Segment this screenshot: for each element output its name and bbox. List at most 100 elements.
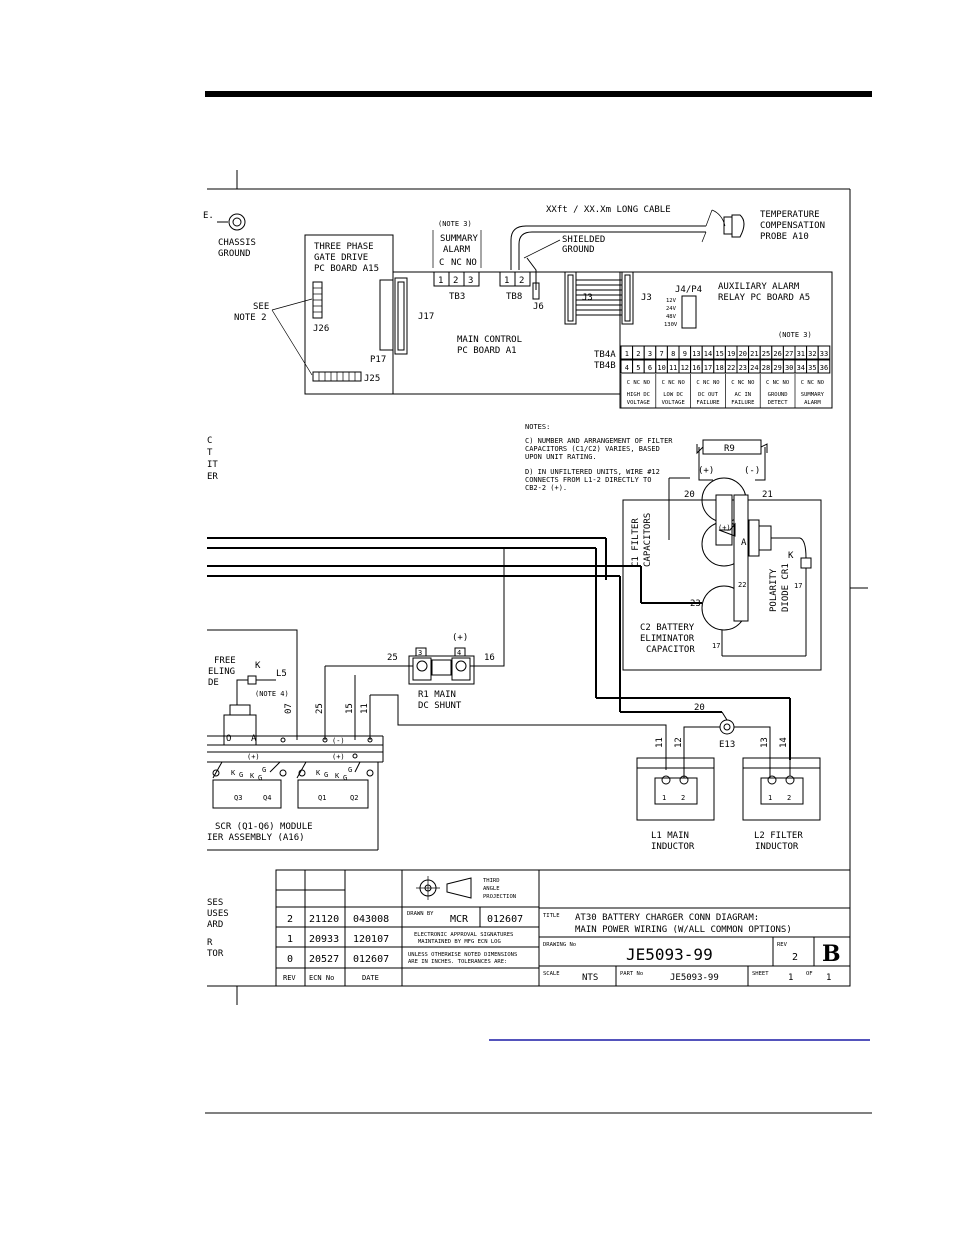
svg-text:ELECTRONIC APPROVAL SIGNATURES: ELECTRONIC APPROVAL SIGNATURES	[414, 932, 513, 938]
drawn-by: MCR	[450, 914, 469, 925]
shielded-label-1: SHIELDED	[562, 235, 605, 245]
svg-text:MAINTAINED BY MFG ECN LOG: MAINTAINED BY MFG ECN LOG	[418, 939, 501, 945]
svg-text:24V: 24V	[666, 306, 677, 312]
rev-row-1-rev: 1	[287, 934, 293, 945]
svg-text:DC SHUNT: DC SHUNT	[418, 701, 462, 711]
tb4-group-label: FAILURE	[696, 400, 719, 406]
svg-text:USES: USES	[207, 909, 229, 919]
dc-shunt: (+) 3 4 25 16 R1 MAIN DC SHUNT	[325, 548, 505, 711]
svg-text:INDUCTOR: INDUCTOR	[651, 842, 695, 852]
rev-row-2-rev: 0	[287, 954, 293, 965]
tb4-terminal-number: 2	[636, 350, 640, 358]
svg-text:130V: 130V	[664, 322, 678, 328]
svg-text:RELAY PC BOARD A5: RELAY PC BOARD A5	[718, 293, 810, 303]
shielded-label-2: GROUND	[562, 245, 595, 255]
svg-text:O: O	[226, 734, 231, 744]
svg-text:SUMMARY: SUMMARY	[440, 234, 479, 244]
svg-text:12: 12	[674, 737, 684, 748]
tb4-group-label: ALARM	[804, 400, 821, 406]
probe-label-2: COMPENSATION	[760, 221, 825, 231]
svg-text:20: 20	[684, 490, 695, 500]
svg-text:K: K	[250, 772, 255, 780]
tb4-terminal-number: 21	[750, 350, 758, 358]
svg-text:(-): (-)	[332, 737, 345, 745]
svg-text:3: 3	[468, 276, 473, 286]
svg-text:THIRD: THIRD	[483, 878, 500, 884]
svg-text:ELING: ELING	[208, 667, 235, 677]
svg-text:G: G	[343, 774, 347, 782]
c1-label-2: CAPACITORS	[643, 513, 653, 567]
tb4-group-label: DETECT	[768, 400, 789, 406]
rev-row-0-date: 043008	[353, 914, 389, 925]
svg-text:13: 13	[760, 737, 770, 748]
svg-text:J6: J6	[533, 302, 544, 312]
svg-text:PROJECTION: PROJECTION	[483, 894, 516, 900]
tb4-terminal-number: 6	[648, 364, 652, 372]
probe-label-3: PROBE A10	[760, 232, 809, 242]
bus-wiring	[207, 477, 791, 760]
svg-text:ALARM: ALARM	[443, 245, 471, 255]
svg-text:Q2: Q2	[350, 794, 358, 802]
svg-text:E13: E13	[719, 740, 735, 750]
j3-left-label: J3	[582, 293, 593, 303]
notes-block: NOTES: C) NUMBER AND ARRANGEMENT OF FILT…	[525, 423, 673, 492]
svg-text:14: 14	[779, 737, 789, 748]
tb4-terminal-number: 28	[762, 364, 770, 372]
svg-text:(NOTE 3): (NOTE 3)	[438, 220, 472, 228]
svg-text:TB4A: TB4A	[594, 350, 616, 360]
svg-text:TB4B: TB4B	[594, 361, 616, 371]
svg-text:25: 25	[387, 653, 398, 663]
svg-text:1: 1	[504, 276, 509, 286]
see-note-2: NOTE 2	[234, 313, 267, 323]
r9-label: R9	[724, 444, 735, 454]
svg-text:ARE IN INCHES. TOLERANCES ARE:: ARE IN INCHES. TOLERANCES ARE:	[408, 959, 507, 965]
svg-text:ARD: ARD	[207, 920, 223, 930]
gate-drive-title-2: GATE DRIVE	[314, 253, 368, 263]
tb4-group-cnno: C NC NO	[627, 380, 650, 386]
tb4-group-cnno: C NC NO	[801, 380, 824, 386]
chassis-label-1: CHASSIS	[218, 238, 256, 248]
rev-row-2-ecn: 20527	[309, 954, 339, 965]
svg-text:2: 2	[787, 794, 791, 802]
svg-text:R: R	[207, 938, 213, 948]
tb4-terminal-number: 22	[727, 364, 735, 372]
tb4-group-cnno: C NC NO	[766, 380, 789, 386]
svg-text:(+): (+)	[452, 633, 468, 643]
tb4-terminal-number: 30	[785, 364, 793, 372]
svg-text:UNLESS OTHERWISE NOTED DIMENSI: UNLESS OTHERWISE NOTED DIMENSIONS	[408, 952, 517, 958]
tb4-terminal-number: 15	[715, 350, 723, 358]
gate-drive-title-1: THREE PHASE	[314, 242, 374, 252]
capacitor-assembly: R9 (+) (-) 20 21 (+) 22 A K 17 17 23 C1 …	[622, 439, 822, 671]
svg-text:A: A	[251, 734, 257, 744]
svg-text:TOR: TOR	[207, 949, 224, 959]
inductors: 20 E13 11 12 13 14 1 2 1 2 L1 MAIN INDUC…	[636, 703, 821, 852]
svg-text:K: K	[231, 769, 236, 777]
tb4-group-label: VOLTAGE	[627, 400, 650, 406]
svg-text:TB3: TB3	[449, 292, 465, 302]
left-fragment-labels: C T IT ER	[207, 436, 218, 482]
tb4-terminal-number: 1	[625, 350, 629, 358]
svg-text:ECN No: ECN No	[309, 974, 334, 982]
tb4-terminal-number: 7	[659, 350, 663, 358]
svg-text:IT: IT	[207, 460, 218, 470]
tb4-terminal-number: 3	[648, 350, 652, 358]
svg-text:(-): (-)	[744, 466, 760, 476]
svg-text:ER: ER	[207, 472, 218, 482]
diode-label-2: DIODE CR1	[781, 563, 791, 612]
svg-text:25: 25	[315, 703, 325, 714]
svg-text:DRAWN BY: DRAWN BY	[407, 911, 434, 917]
tb4-group-cnno: C NC NO	[731, 380, 754, 386]
tb4-terminal-number: 5	[636, 364, 640, 372]
svg-text:CAPACITORS (C1/C2) VARIES, BAS: CAPACITORS (C1/C2) VARIES, BASED	[525, 445, 660, 453]
svg-text:NOTES:: NOTES:	[525, 423, 550, 431]
tb4-terminal-box	[817, 359, 831, 374]
j3-right-label: J3	[641, 293, 652, 303]
svg-text:CONNECTS FROM L1-2 DIRECTLY TO: CONNECTS FROM L1-2 DIRECTLY TO	[525, 476, 651, 484]
svg-text:G: G	[258, 774, 262, 782]
c2-label-3: CAPACITOR	[646, 645, 695, 655]
diode-label-1: POLARITY	[769, 568, 779, 612]
svg-text:J4/P4: J4/P4	[675, 285, 702, 295]
drawing-number: JE5093-99	[626, 945, 713, 964]
